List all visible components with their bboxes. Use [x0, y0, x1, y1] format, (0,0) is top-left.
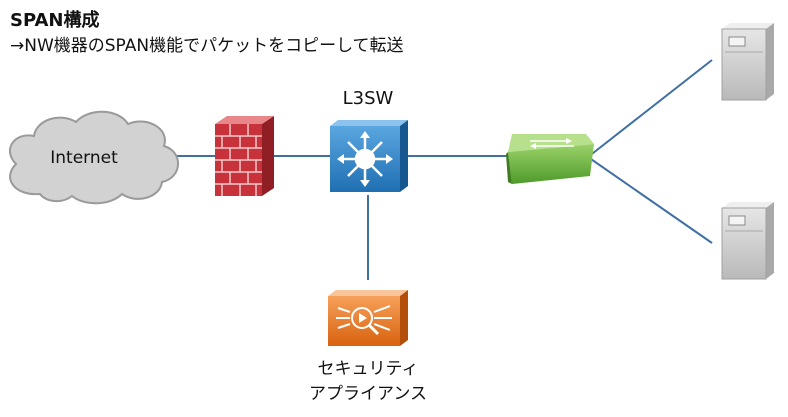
internet-label: Internet [50, 148, 118, 168]
appliance-label-line1: セキュリティ [317, 359, 419, 379]
diagram-title: SPAN構成 [10, 10, 100, 31]
router-switch-icon [330, 120, 408, 192]
switch-icon [506, 134, 594, 184]
appliance-label-line2: アプライアンス [309, 384, 427, 404]
link-l2sw-server-top [587, 59, 713, 158]
server-icon [721, 202, 774, 280]
server-icon [721, 23, 774, 101]
security-appliance-icon [328, 290, 408, 346]
firewall-icon [215, 116, 274, 196]
connection-lines [176, 59, 713, 280]
link-l2sw-server-bottom [587, 156, 713, 244]
l3sw-label: L3SW [342, 88, 394, 109]
diagram-subtitle: →NW機器のSPAN機能でパケットをコピーして転送 [10, 36, 404, 56]
cloud-icon [9, 110, 179, 205]
